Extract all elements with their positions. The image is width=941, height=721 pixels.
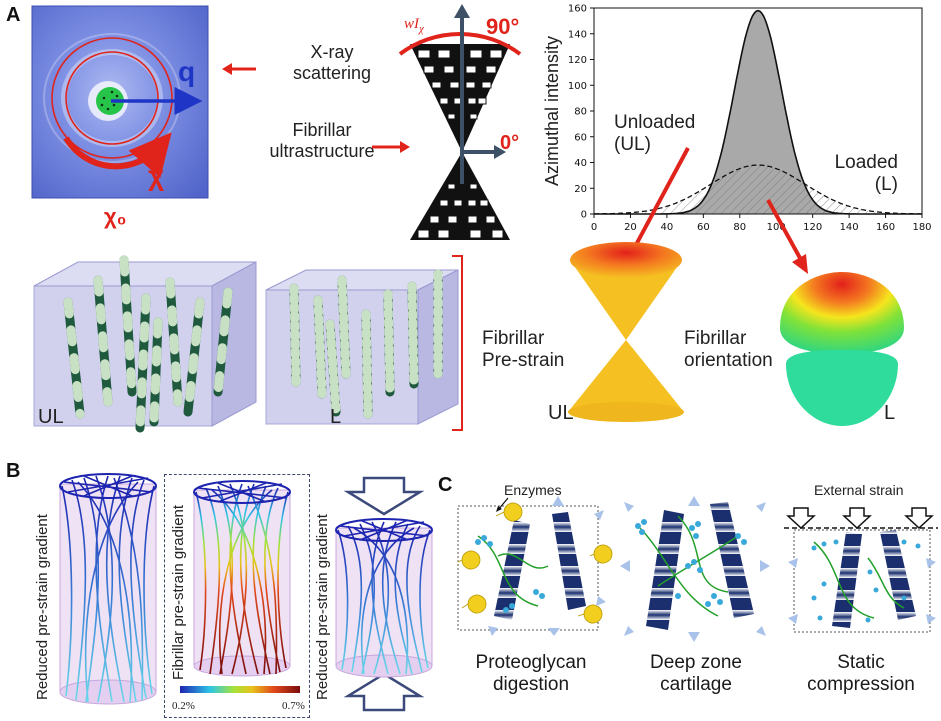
external-strain-label: External strain	[814, 482, 904, 498]
deep-zone-cartilage-schematic	[620, 496, 770, 642]
caption-deep-zone: Deep zone cartilage	[650, 652, 742, 696]
xray-scattering-label: X-ray scattering	[292, 42, 372, 83]
fibril-fan-diagram	[398, 4, 522, 240]
label-fibrillar-gradient: Fibrillar pre-strain gradient	[170, 504, 187, 680]
y-tick-label: 0	[581, 210, 587, 221]
x-tick-label: 80	[733, 222, 746, 233]
fibrillar-ultrastructure-label: Fibrillar ultrastructure	[269, 120, 375, 161]
azimuthal-intensity-chart: 0 20 40 60 80 100 120 140 160 180 0 20 40 60 80 100 120 1…	[542, 4, 932, 234]
x-tick-label: 60	[697, 222, 710, 233]
cylinder-reduced-right	[335, 476, 433, 712]
bracket	[452, 255, 463, 431]
l-area	[594, 165, 922, 214]
cone-unloaded	[568, 242, 684, 422]
ul-area	[594, 10, 922, 214]
enzymes-pointer	[496, 497, 509, 512]
cone-loaded	[780, 272, 904, 426]
fan-angle-0: 0°	[500, 132, 520, 154]
x-tick-label: 20	[624, 222, 637, 233]
cylinder-reduced-left	[59, 473, 157, 705]
x-tick-label: 40	[661, 222, 674, 233]
arrow-to-saxs	[222, 63, 256, 75]
cylinder-fibrillar-gradient	[193, 480, 291, 677]
cone-l-label: L	[884, 402, 896, 424]
saxs-chi-label: χ	[148, 160, 165, 191]
y-tick-label: 100	[568, 81, 587, 92]
saxs-chi0-label: χ₀	[104, 204, 127, 229]
enzymes-label: Enzymes	[504, 482, 562, 498]
middle-dashed-box	[164, 474, 310, 718]
y-axis-label: Azimuthal intensity	[542, 36, 562, 186]
y-tick-label: 20	[574, 184, 587, 195]
panel-label-c: C	[438, 474, 453, 496]
saxs-q-label: q	[178, 56, 196, 87]
fan-intensity-label: wIχ	[404, 16, 424, 35]
proteoglycan-digestion-schematic	[457, 496, 613, 636]
y-tick-label: 80	[574, 107, 587, 118]
saxs-pattern	[31, 5, 209, 199]
colorbar	[180, 686, 300, 693]
orientation-label: Fibrillar orientation	[684, 328, 773, 371]
unloaded-label: Unloaded (UL)	[614, 112, 696, 155]
cone-ul-label: UL	[548, 402, 574, 424]
panel-label-a: A	[6, 4, 21, 26]
arrow-to-fan	[372, 141, 410, 153]
y-tick-label: 40	[574, 158, 587, 169]
panel-label-b: B	[6, 460, 21, 482]
x-tick-label: 140	[840, 222, 859, 233]
colorbar-min: 0.2%	[172, 700, 195, 712]
x-tick-label: 100	[767, 222, 786, 233]
cube-unloaded	[33, 255, 257, 433]
y-tick-label: 140	[568, 29, 587, 40]
caption-static-compression: Static compression	[807, 652, 915, 696]
y-tick-label: 120	[568, 55, 587, 66]
cube-l-label: L	[330, 406, 342, 428]
prestrain-label: Fibrillar Pre-strain	[482, 328, 565, 371]
colorbar-max: 0.7%	[282, 700, 305, 712]
label-reduced-left: Reduced pre-strain gradient	[34, 514, 51, 700]
x-tick-label: 0	[591, 222, 597, 233]
fan-angle-90: 90°	[486, 14, 520, 39]
cube-loaded	[265, 269, 459, 425]
caption-proteoglycan-digestion: Proteoglycan digestion	[475, 652, 587, 696]
y-tick-label: 160	[568, 4, 587, 15]
label-reduced-right: Reduced pre-strain gradient	[314, 514, 331, 700]
loaded-label: Loaded (L)	[834, 152, 898, 195]
x-tick-label: 160	[876, 222, 895, 233]
x-tick-label: 180	[912, 222, 931, 233]
y-tick-label: 60	[574, 132, 587, 143]
x-tick-label: 120	[803, 222, 822, 233]
cube-ul-label: UL	[38, 406, 64, 428]
static-compression-schematic	[784, 507, 938, 633]
